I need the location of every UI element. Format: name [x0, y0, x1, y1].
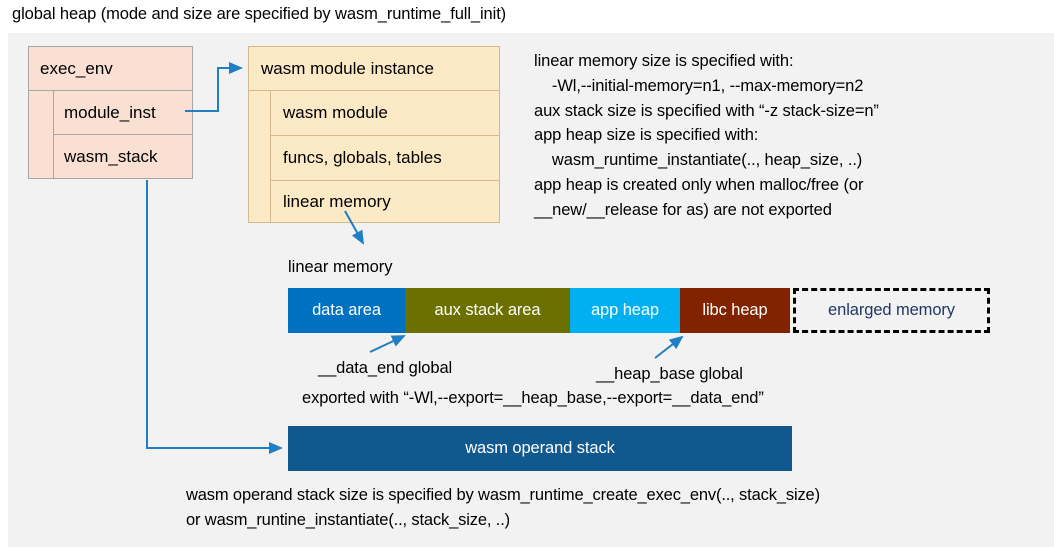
module-row-wasm-module: wasm module	[271, 91, 499, 136]
annotation-heap-base: __heap_base global	[596, 365, 743, 383]
exec-env-gutter	[29, 91, 54, 178]
module-row-linear-memory: linear memory	[283, 191, 391, 211]
exec-env-header: exec_env	[29, 47, 192, 91]
memory-segment-libc-heap: libc heap	[680, 288, 790, 333]
exec-env-box: exec_env module_inst wasm_stack	[28, 46, 193, 179]
annotation-data-end: __data_end global	[318, 359, 453, 377]
linear-memory-label: linear memory	[288, 258, 393, 276]
exec-env-row-module-inst: module_inst	[54, 91, 192, 135]
operand-stack-note: wasm operand stack size is specified by …	[186, 486, 820, 529]
exec-env-row-wasm-stack: wasm_stack	[64, 146, 158, 166]
wasm-module-instance-gutter	[249, 91, 271, 222]
linear-memory-note: linear memory size is specified with: -W…	[534, 52, 879, 219]
wasm-module-instance-header: wasm module instance	[249, 47, 499, 91]
wasm-operand-stack-bar: wasm operand stack	[288, 426, 792, 471]
wasm-module-instance-box: wasm module instance wasm module funcs, …	[248, 46, 500, 223]
memory-segment-data-area: data area	[288, 288, 405, 333]
memory-segment-aux-stack-area: aux stack area	[405, 288, 570, 333]
page-title: global heap (mode and size are specified…	[12, 5, 507, 23]
memory-segment-enlarged-memory: enlarged memory	[793, 288, 990, 333]
module-row-funcs-globals-tables: funcs, globals, tables	[271, 136, 499, 181]
annotation-exported-with: exported with “-Wl,--export=__heap_base,…	[302, 389, 764, 407]
memory-segment-app-heap: app heap	[570, 288, 680, 333]
